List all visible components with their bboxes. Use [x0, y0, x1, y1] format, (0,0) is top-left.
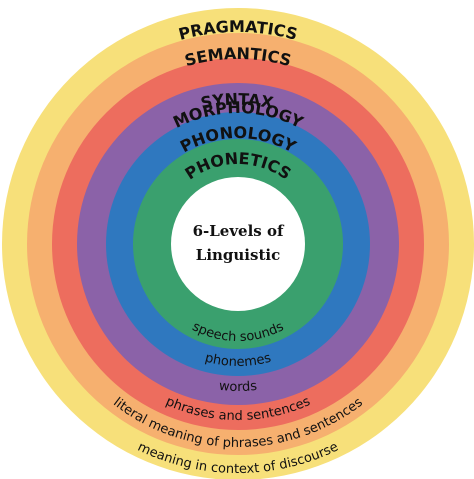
level-title-syntax: SYNTAX	[199, 90, 276, 113]
center-label-line2: Linguistic	[196, 246, 280, 264]
center-label-line1: 6-Levels of	[193, 222, 285, 240]
svg-text:words: words	[218, 379, 258, 395]
level-desc-morphology: words	[218, 379, 258, 395]
svg-text:SYNTAX: SYNTAX	[199, 90, 276, 113]
center-circle	[171, 177, 305, 311]
svg-text:phonemes: phonemes	[203, 351, 272, 370]
level-desc-phonology: phonemes	[203, 351, 272, 370]
